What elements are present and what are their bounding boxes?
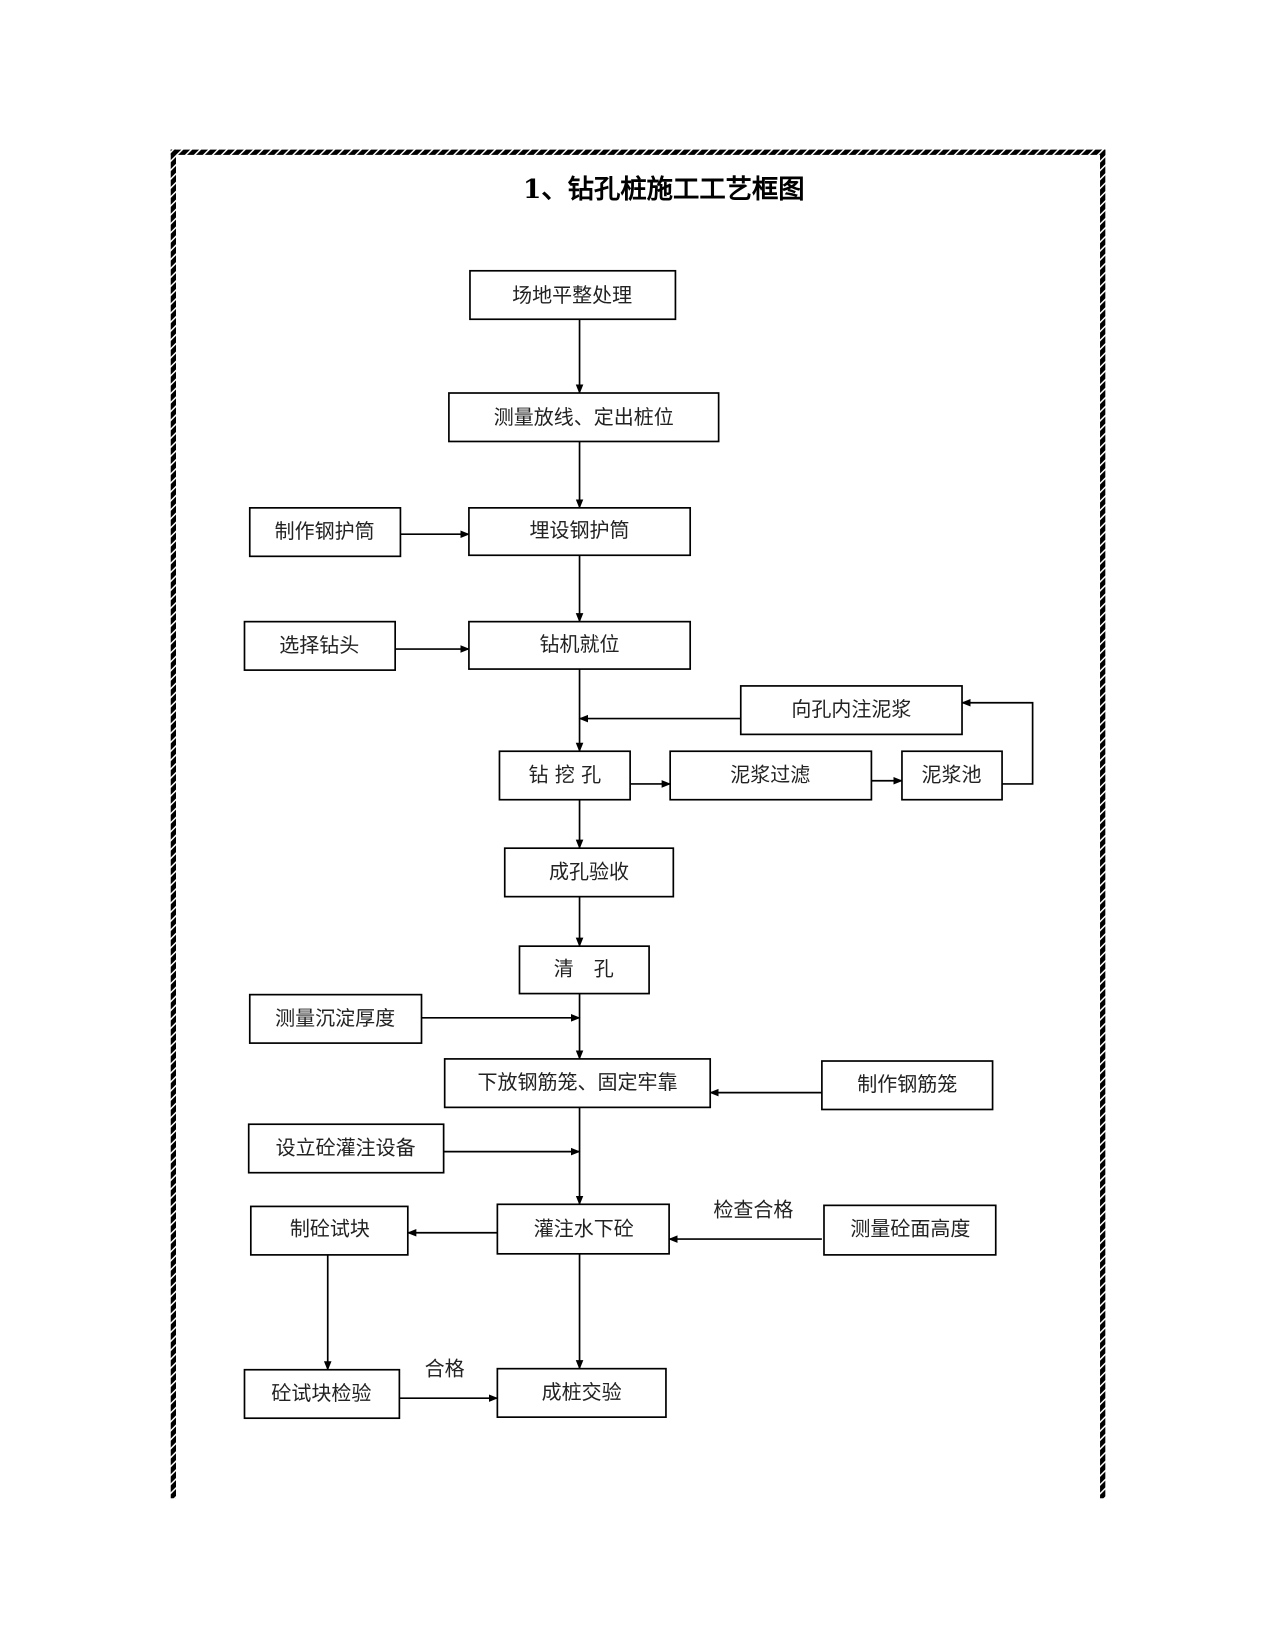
step-label: 钻机就位 (540, 632, 620, 656)
step-label: 砼试块检验 (271, 1381, 371, 1405)
step-label: 测量砼面高度 (850, 1217, 970, 1241)
step-label: 向孔内注泥浆 (791, 697, 911, 721)
step-lower-cage: 下放钢筋笼、固定牢靠 (443, 1058, 712, 1109)
step-pour-concrete: 灌注水下砼 (496, 1203, 670, 1255)
step-make-specimen: 制砼试块 (249, 1205, 409, 1256)
frame-top (170, 149, 1106, 155)
step-measure-level: 测量砼面高度 (823, 1204, 997, 1256)
step-measure-sediment: 测量沉淀厚度 (248, 993, 423, 1044)
page-frame (170, 149, 1106, 1499)
step-label: 泥浆池 (921, 762, 981, 786)
step-label: 埋设钢护筒 (530, 518, 630, 542)
step-bury-casing: 埋设钢护筒 (468, 507, 692, 557)
step-label: 下放钢筋笼、固定牢靠 (477, 1070, 677, 1094)
step-pile-handover: 成桩交验 (496, 1367, 667, 1418)
step-label: 设立砼灌注设备 (276, 1135, 416, 1159)
step-hole-acceptance: 成孔验收 (503, 847, 675, 898)
arrow (961, 698, 1034, 785)
step-label: 制作钢筋笼 (857, 1072, 957, 1096)
step-label: 测量沉淀厚度 (275, 1006, 395, 1030)
step-make-casing: 制作钢护筒 (248, 507, 402, 558)
step-label: 选择钻头 (279, 633, 359, 657)
step-inject-mud: 向孔内注泥浆 (739, 685, 963, 736)
step-label: 场地平整处理 (512, 283, 632, 307)
step-label: 测量放线、定出桩位 (494, 405, 674, 429)
step-make-cage: 制作钢筋笼 (821, 1060, 994, 1111)
step-mud-filter: 泥浆过滤 (669, 750, 873, 801)
step-clean-hole: 清 孔 (518, 945, 650, 995)
annotation-ok: 合格 (425, 1357, 465, 1381)
annotation-check-ok: 检查合格 (713, 1198, 793, 1222)
step-label: 成桩交验 (542, 1380, 622, 1404)
step-mud-pit: 泥浆池 (901, 750, 1003, 801)
step-setup-pouring: 设立砼灌注设备 (247, 1123, 445, 1174)
step-drill-hole: 钻 挖 孔 (498, 750, 631, 801)
step-label: 成孔验收 (549, 859, 629, 883)
step-site-leveling: 场地平整处理 (469, 269, 677, 321)
step-label: 清 孔 (554, 956, 614, 980)
step-label: 制砼试块 (290, 1217, 370, 1241)
step-label: 灌注水下砼 (534, 1217, 634, 1241)
step-survey: 测量放线、定出桩位 (448, 392, 720, 443)
frame-right (1100, 149, 1106, 1499)
step-test-specimen: 砼试块检验 (243, 1368, 401, 1420)
step-label: 钻 挖 孔 (528, 762, 601, 786)
connectors (323, 319, 1034, 1402)
step-rig-position: 钻机就位 (468, 620, 692, 670)
step-label: 泥浆过滤 (730, 762, 810, 786)
frame-left (170, 149, 177, 1499)
page-title: 1、钻孔桩施工工艺框图 (523, 174, 805, 205)
step-select-bit: 选择钻头 (243, 620, 397, 671)
step-label: 制作钢护筒 (275, 519, 375, 543)
